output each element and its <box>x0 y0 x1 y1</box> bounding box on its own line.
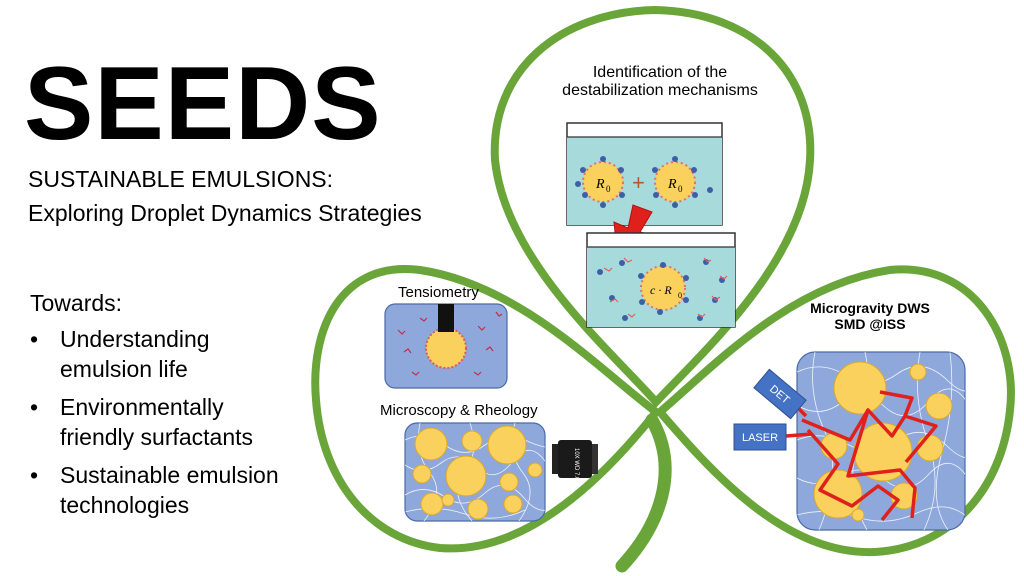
objective-icon <box>552 440 598 478</box>
merged-droplet-label: c · R <box>650 283 672 297</box>
bullet-dot: • <box>30 462 39 488</box>
det-box <box>753 368 807 420</box>
bullet-line: Understanding <box>60 326 210 352</box>
droplet-r0-sub-2: 0 <box>678 184 683 194</box>
bullet-line: Sustainable emulsion <box>60 462 279 488</box>
bullet-line: Environmentally <box>60 394 224 420</box>
microgravity-dws-label: Microgravity DWS SMD @ISS <box>770 300 970 332</box>
bullet-dot: • <box>30 326 39 352</box>
tensiometry-label: Tensiometry <box>398 284 479 301</box>
plus-sign: + <box>632 170 645 195</box>
objective-label: 10X WD 7.0 <box>573 448 579 481</box>
destabilization-label-line-2: destabilization mechanisms <box>562 82 758 99</box>
microgravity-label-line-1: Microgravity DWS <box>810 300 930 316</box>
subtitle-line-1: SUSTAINABLE EMULSIONS: <box>28 166 334 192</box>
bullet-line: emulsion life <box>60 356 188 382</box>
droplet-r0-label-2: R <box>667 177 677 192</box>
stem <box>615 413 672 573</box>
laser-box <box>733 423 787 451</box>
microscopy-box <box>404 422 546 522</box>
dws-box <box>796 351 966 531</box>
page-title: SEEDS <box>24 46 382 162</box>
laser-beam <box>785 432 813 438</box>
laser-label: LASER <box>742 432 778 444</box>
microgravity-label-line-2: SMD @ISS <box>834 316 906 332</box>
cell-after <box>586 232 736 328</box>
bullet-line: friendly surfactants <box>60 424 254 450</box>
subtitle-line-2: Exploring Droplet Dynamics Strategies <box>28 200 422 226</box>
destabilization-label: Identification of the destabilization me… <box>560 64 760 100</box>
towards-heading: Towards: <box>30 290 123 316</box>
bullet-line: technologies <box>60 492 190 518</box>
destabilization-label-line-1: Identification of the <box>592 64 728 81</box>
microscopy-rheology-label: Microscopy & Rheology <box>380 402 538 419</box>
merged-droplet-sub: 0 <box>678 291 682 300</box>
droplet-r0-sub-1: 0 <box>606 184 611 194</box>
tensiometry-box <box>384 303 508 389</box>
droplet-r0-label-1: R <box>595 177 605 192</box>
bullet-dot: • <box>30 394 39 420</box>
